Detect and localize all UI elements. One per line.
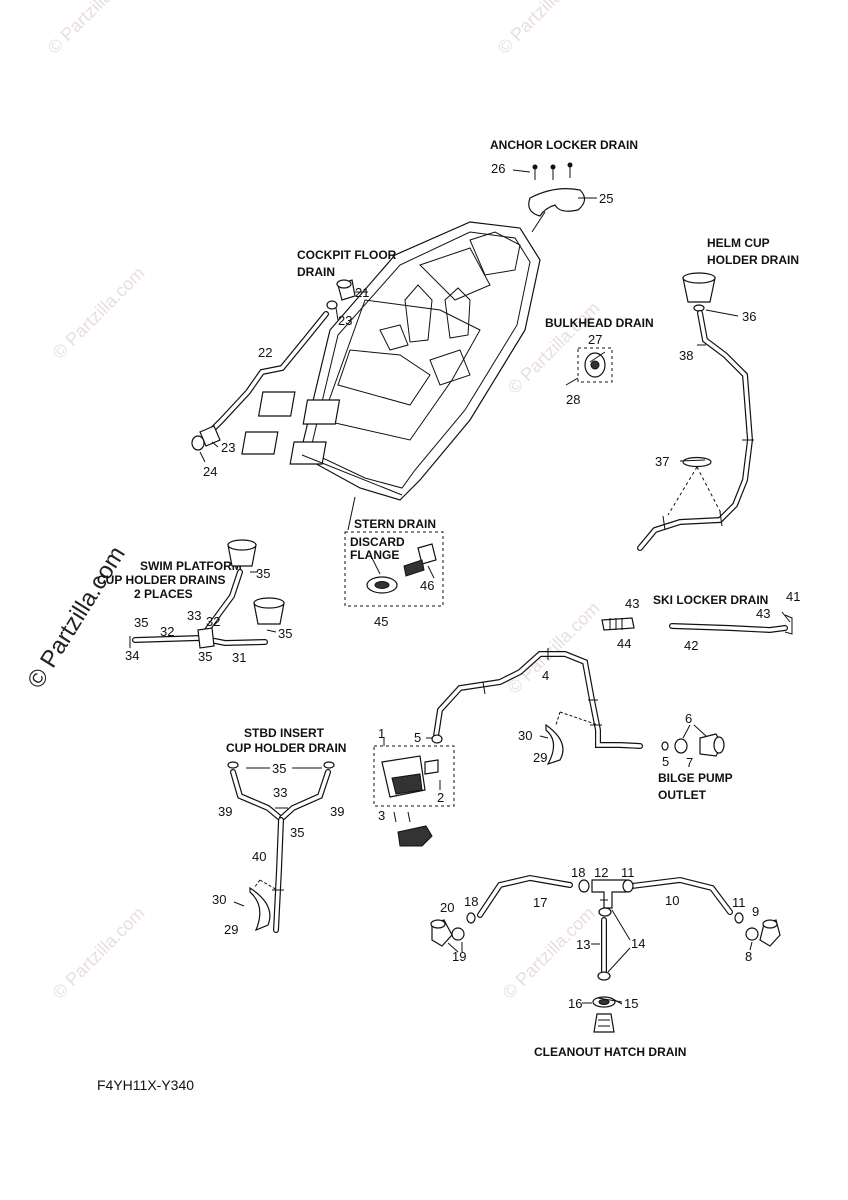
bulkhead-drain-group: BULKHEAD DRAIN 27 28: [545, 316, 654, 407]
callout-33: 33: [273, 785, 287, 800]
section-label-helm-1: HELM CUP: [707, 236, 770, 250]
callout-23: 23: [221, 440, 235, 455]
section-label-stern: STERN DRAIN: [354, 517, 436, 531]
callout-3: 3: [378, 808, 385, 823]
swim-platform-drain-group: SWIM PLATFORM CUP HOLDER DRAINS 2 PLACES…: [97, 539, 292, 665]
watermark: © Partzilla.com: [49, 903, 149, 1003]
callout-18: 18: [464, 894, 478, 909]
callout-30: 30: [212, 892, 226, 907]
callout-17: 17: [533, 895, 547, 910]
watermark: © Partzilla.com: [494, 0, 594, 58]
callout-32: 32: [206, 614, 220, 629]
callout-4: 4: [542, 668, 549, 683]
callout-32: 32: [160, 624, 174, 639]
boat-hull-illustration: [241, 221, 541, 501]
callout-31: 31: [232, 650, 246, 665]
watermark: © Partzilla.com: [44, 0, 144, 58]
callout-7: 7: [686, 755, 693, 770]
callout-24: 24: [203, 464, 217, 479]
callout-27: 27: [588, 332, 602, 347]
callout-11: 11: [621, 865, 635, 880]
callout-13: 13: [576, 937, 590, 952]
section-label-cleanout: CLEANOUT HATCH DRAIN: [534, 1045, 686, 1059]
callout-23: 23: [338, 313, 352, 328]
stern-drain-group: STERN DRAIN DISCARD FLANGE 46 45: [344, 496, 444, 629]
callout-35: 35: [134, 615, 148, 630]
section-label-ski: SKI LOCKER DRAIN: [653, 593, 768, 607]
callout-9: 9: [752, 904, 759, 919]
callout-35: 35: [198, 649, 212, 664]
callout-39: 39: [330, 804, 344, 819]
callout-14: 14: [631, 936, 645, 951]
callout-41: 41: [786, 589, 800, 604]
section-label-cockpit-1: COCKPIT FLOOR: [297, 248, 397, 262]
watermark: © Partzilla.com: [499, 903, 599, 1003]
callout-28: 28: [566, 392, 580, 407]
callout-29: 29: [224, 922, 238, 937]
section-label-cockpit-2: DRAIN: [297, 265, 335, 279]
callout-42: 42: [684, 638, 698, 653]
section-label-anchor: ANCHOR LOCKER DRAIN: [490, 138, 638, 152]
section-label-swim-2: CUP HOLDER DRAINS: [97, 573, 225, 587]
cockpit-floor-drain-group: COCKPIT FLOOR DRAIN 21 23 22 23 24: [191, 248, 397, 479]
ski-locker-drain-group: SKI LOCKER DRAIN 43 44 43 41 42: [601, 589, 800, 653]
callout-33: 33: [187, 608, 201, 623]
watermark: © Partzilla.com: [49, 263, 149, 363]
callout-40: 40: [252, 849, 266, 864]
callout-11: 11: [732, 895, 746, 910]
callout-8: 8: [745, 949, 752, 964]
callout-35: 35: [256, 566, 270, 581]
callout-21: 21: [355, 285, 369, 300]
section-label-stbd-2: CUP HOLDER DRAIN: [226, 741, 346, 755]
callout-45: 45: [374, 614, 388, 629]
callout-22: 22: [258, 345, 272, 360]
callout-16: 16: [568, 996, 582, 1011]
callout-44: 44: [617, 636, 631, 651]
callout-37: 37: [655, 454, 669, 469]
stbd-insert-drain-group: STBD INSERT CUP HOLDER DRAIN 35 33 39 39…: [212, 726, 346, 937]
diagram-code: F4YH11X-Y340: [97, 1077, 194, 1093]
section-label-bilge-1: BILGE PUMP: [658, 771, 733, 785]
callout-34: 34: [125, 648, 139, 663]
callout-25: 25: [599, 191, 613, 206]
callout-26: 26: [491, 161, 505, 176]
callout-39: 39: [218, 804, 232, 819]
callout-38: 38: [679, 348, 693, 363]
helm-cup-holder-drain-group: HELM CUP HOLDER DRAIN 36 38 37: [637, 236, 799, 551]
section-label-swim-3: 2 PLACES: [134, 587, 193, 601]
callout-6: 6: [685, 711, 692, 726]
section-label-discard-2: FLANGE: [350, 548, 399, 562]
callout-35: 35: [278, 626, 292, 641]
section-label-bulkhead: BULKHEAD DRAIN: [545, 316, 654, 330]
callout-15: 15: [624, 996, 638, 1011]
section-label-helm-2: HOLDER DRAIN: [707, 253, 799, 267]
callout-35: 35: [272, 761, 286, 776]
watermark-large: © Partzilla.com: [22, 542, 131, 693]
section-label-discard-1: DISCARD: [350, 535, 405, 549]
bilge-pump-group: 4 1 5 2 3 30 29 6 5 7 BILGE PUMP OUTLET: [373, 648, 733, 847]
anchor-locker-drain-group: ANCHOR LOCKER DRAIN 26 25: [490, 138, 638, 233]
callout-20: 20: [440, 900, 454, 915]
section-label-stbd-1: STBD INSERT: [244, 726, 325, 740]
callout-18: 18: [571, 865, 585, 880]
callout-43: 43: [625, 596, 639, 611]
callout-46: 46: [420, 578, 434, 593]
callout-10: 10: [665, 893, 679, 908]
callout-36: 36: [742, 309, 756, 324]
callout-30: 30: [518, 728, 532, 743]
section-label-bilge-2: OUTLET: [658, 788, 707, 802]
callout-43: 43: [756, 606, 770, 621]
section-label-swim-1: SWIM PLATFORM: [140, 559, 242, 573]
cleanout-hatch-drain-group: 18 12 11 20 18 17 10 11 9 19 8 14 13 15 …: [430, 865, 781, 1059]
callout-1: 1: [378, 726, 385, 741]
callout-12: 12: [594, 865, 608, 880]
callout-35: 35: [290, 825, 304, 840]
callout-5: 5: [414, 730, 421, 745]
callout-2: 2: [437, 790, 444, 805]
callout-5: 5: [662, 754, 669, 769]
callout-19: 19: [452, 949, 466, 964]
callout-29: 29: [533, 750, 547, 765]
